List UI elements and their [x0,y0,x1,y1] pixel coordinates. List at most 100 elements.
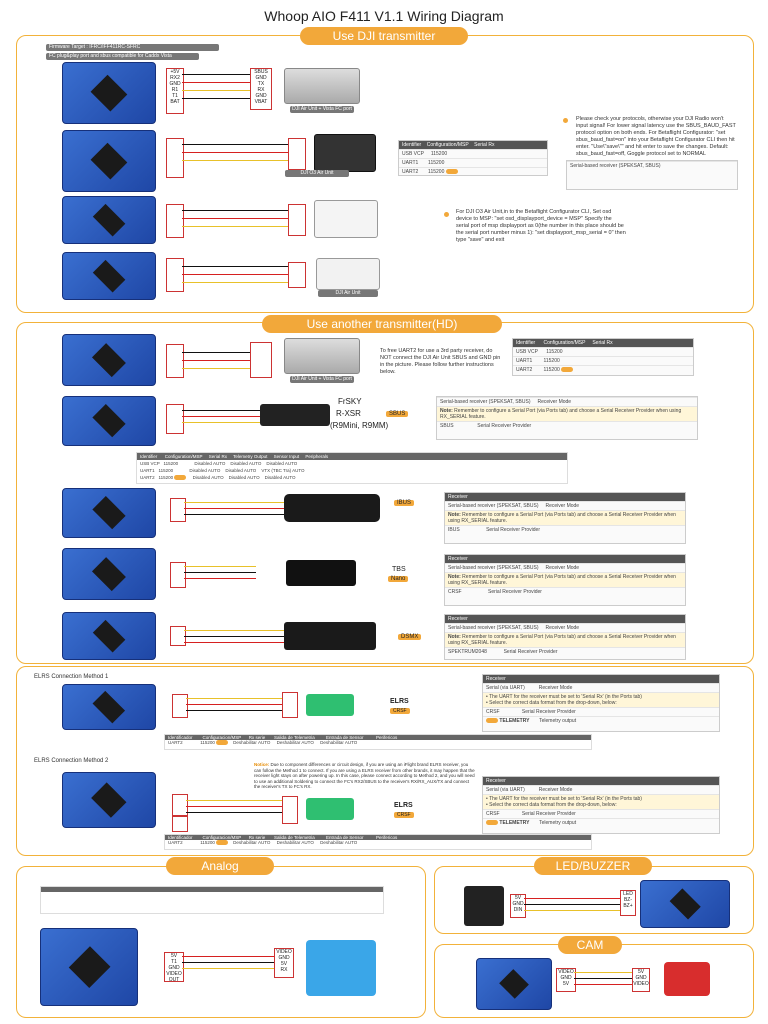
serial-rx-toggle[interactable] [174,475,187,481]
wire [182,274,288,275]
dji-receiver-panel: Serial-based receiver (SPEKSAT, SBUS) [566,160,738,190]
fc-board [62,252,156,300]
wire [182,144,288,145]
fc-board [62,684,156,730]
wire [186,806,282,807]
hd-section-badge: Use another transmitter(HD) [262,315,502,333]
dji-air-unit-image [284,68,360,104]
air-unit-lite-image [314,200,378,238]
tbs-receiver-image [286,560,356,586]
serial-rx-toggle[interactable] [216,740,229,746]
elrs-crsf-tag: CRSF [394,812,414,818]
o3-air-unit-image [314,134,376,172]
wire [184,642,284,643]
hd-uart-table: Identifier Configuration/MSP Serial Rx T… [136,452,568,484]
elrs-label: ELRS [394,802,413,809]
frsky-receiver-image [260,404,330,426]
elrs-crsf-tag: CRSF [390,708,410,714]
wire [574,984,632,985]
wire [182,956,274,957]
fc-board [62,772,156,828]
dji-air-unit-image [284,338,360,374]
elrs-ports-table-1: Identificador Configuracion/MSP Rx serie… [164,734,592,750]
wire [524,898,620,899]
wire [182,266,288,267]
air-unit-caption: DJI Air Unit [318,290,378,297]
elrs-ports-table-2: Identificador Configuracion/MSP Rx serie… [164,834,592,850]
analog-section-badge: Analog [166,857,274,875]
wire [574,978,632,979]
fc-board [62,548,156,600]
wire [182,352,250,353]
wire [184,578,256,579]
serial-rx-toggle[interactable] [445,169,458,175]
fc-pin-block [170,562,186,588]
fc-pin-block [166,258,184,292]
sbus-receiver-panel: Serial-based receiver (SPEKSAT, SBUS) Re… [436,396,698,440]
tbs-label: TBS [392,566,406,573]
fc-board [62,62,156,124]
tbs-nano-tag: Nano [388,576,409,582]
wire [182,422,260,423]
wire [184,502,284,503]
uart2-free-note: To free UART2 for use a 3rd party receiv… [380,348,501,375]
dsmx-receiver-image [284,622,376,650]
air-unit-pin-block [288,262,306,288]
fc-pin-block [172,694,188,718]
o3-pin-block [288,138,306,170]
wire [182,160,288,161]
wire [182,82,250,83]
airunit-lite-pin-block [288,204,306,236]
telemetry-toggle[interactable] [486,820,498,826]
fc-board [62,396,156,446]
wire [186,812,282,813]
dji-air-unit-image [316,258,380,290]
wire [186,800,282,801]
fc-board [62,612,156,660]
telemetry-toggle[interactable] [486,718,498,724]
elrs-label: ELRS [390,698,409,705]
wire [182,152,288,153]
camera-image [664,962,710,996]
wire [524,904,620,905]
elrs-pin-block [282,692,298,718]
wire [186,704,282,705]
fc-board [62,488,156,538]
elrs-pin-block [282,796,298,824]
ibus-tag: IBUS [394,500,415,506]
wire [186,710,282,711]
fc-pin-block [166,344,184,378]
fc-pin-block [172,794,188,816]
hd-ports-table: Identifier Configuration/MSP Serial Rx U… [512,338,694,376]
dji-section-badge: Use DJI transmitter [300,27,468,45]
note-bullet [444,212,449,217]
fc-pin-block [170,498,186,522]
wire [184,630,284,631]
fc-pin-block [166,204,184,238]
dji-protocol-note: Please check your protocols, otherwise y… [576,116,736,157]
elrs-receiver-image [306,798,354,820]
wire [184,566,256,567]
wire [574,972,632,973]
wire [182,74,250,75]
frsky-label: FrSKY [338,397,362,406]
wire [182,410,260,411]
wire [182,90,250,91]
elrs-notice: Notice: Due to component differences or … [254,762,475,789]
serial-rx-toggle[interactable] [561,367,574,373]
wire [182,368,250,369]
analog-ports-table [40,886,384,914]
page-title: Whoop AIO F411 V1.1 Wiring Diagram [264,8,504,24]
wire [182,360,250,361]
elrs-receiver-image [306,694,354,716]
frsky-model-alt: (R9Mini, R9MM) [330,421,389,430]
wire [182,218,288,219]
fc-pin-block [166,138,184,178]
wire [182,282,288,283]
wire [182,968,274,969]
serial-rx-toggle[interactable] [216,840,229,846]
